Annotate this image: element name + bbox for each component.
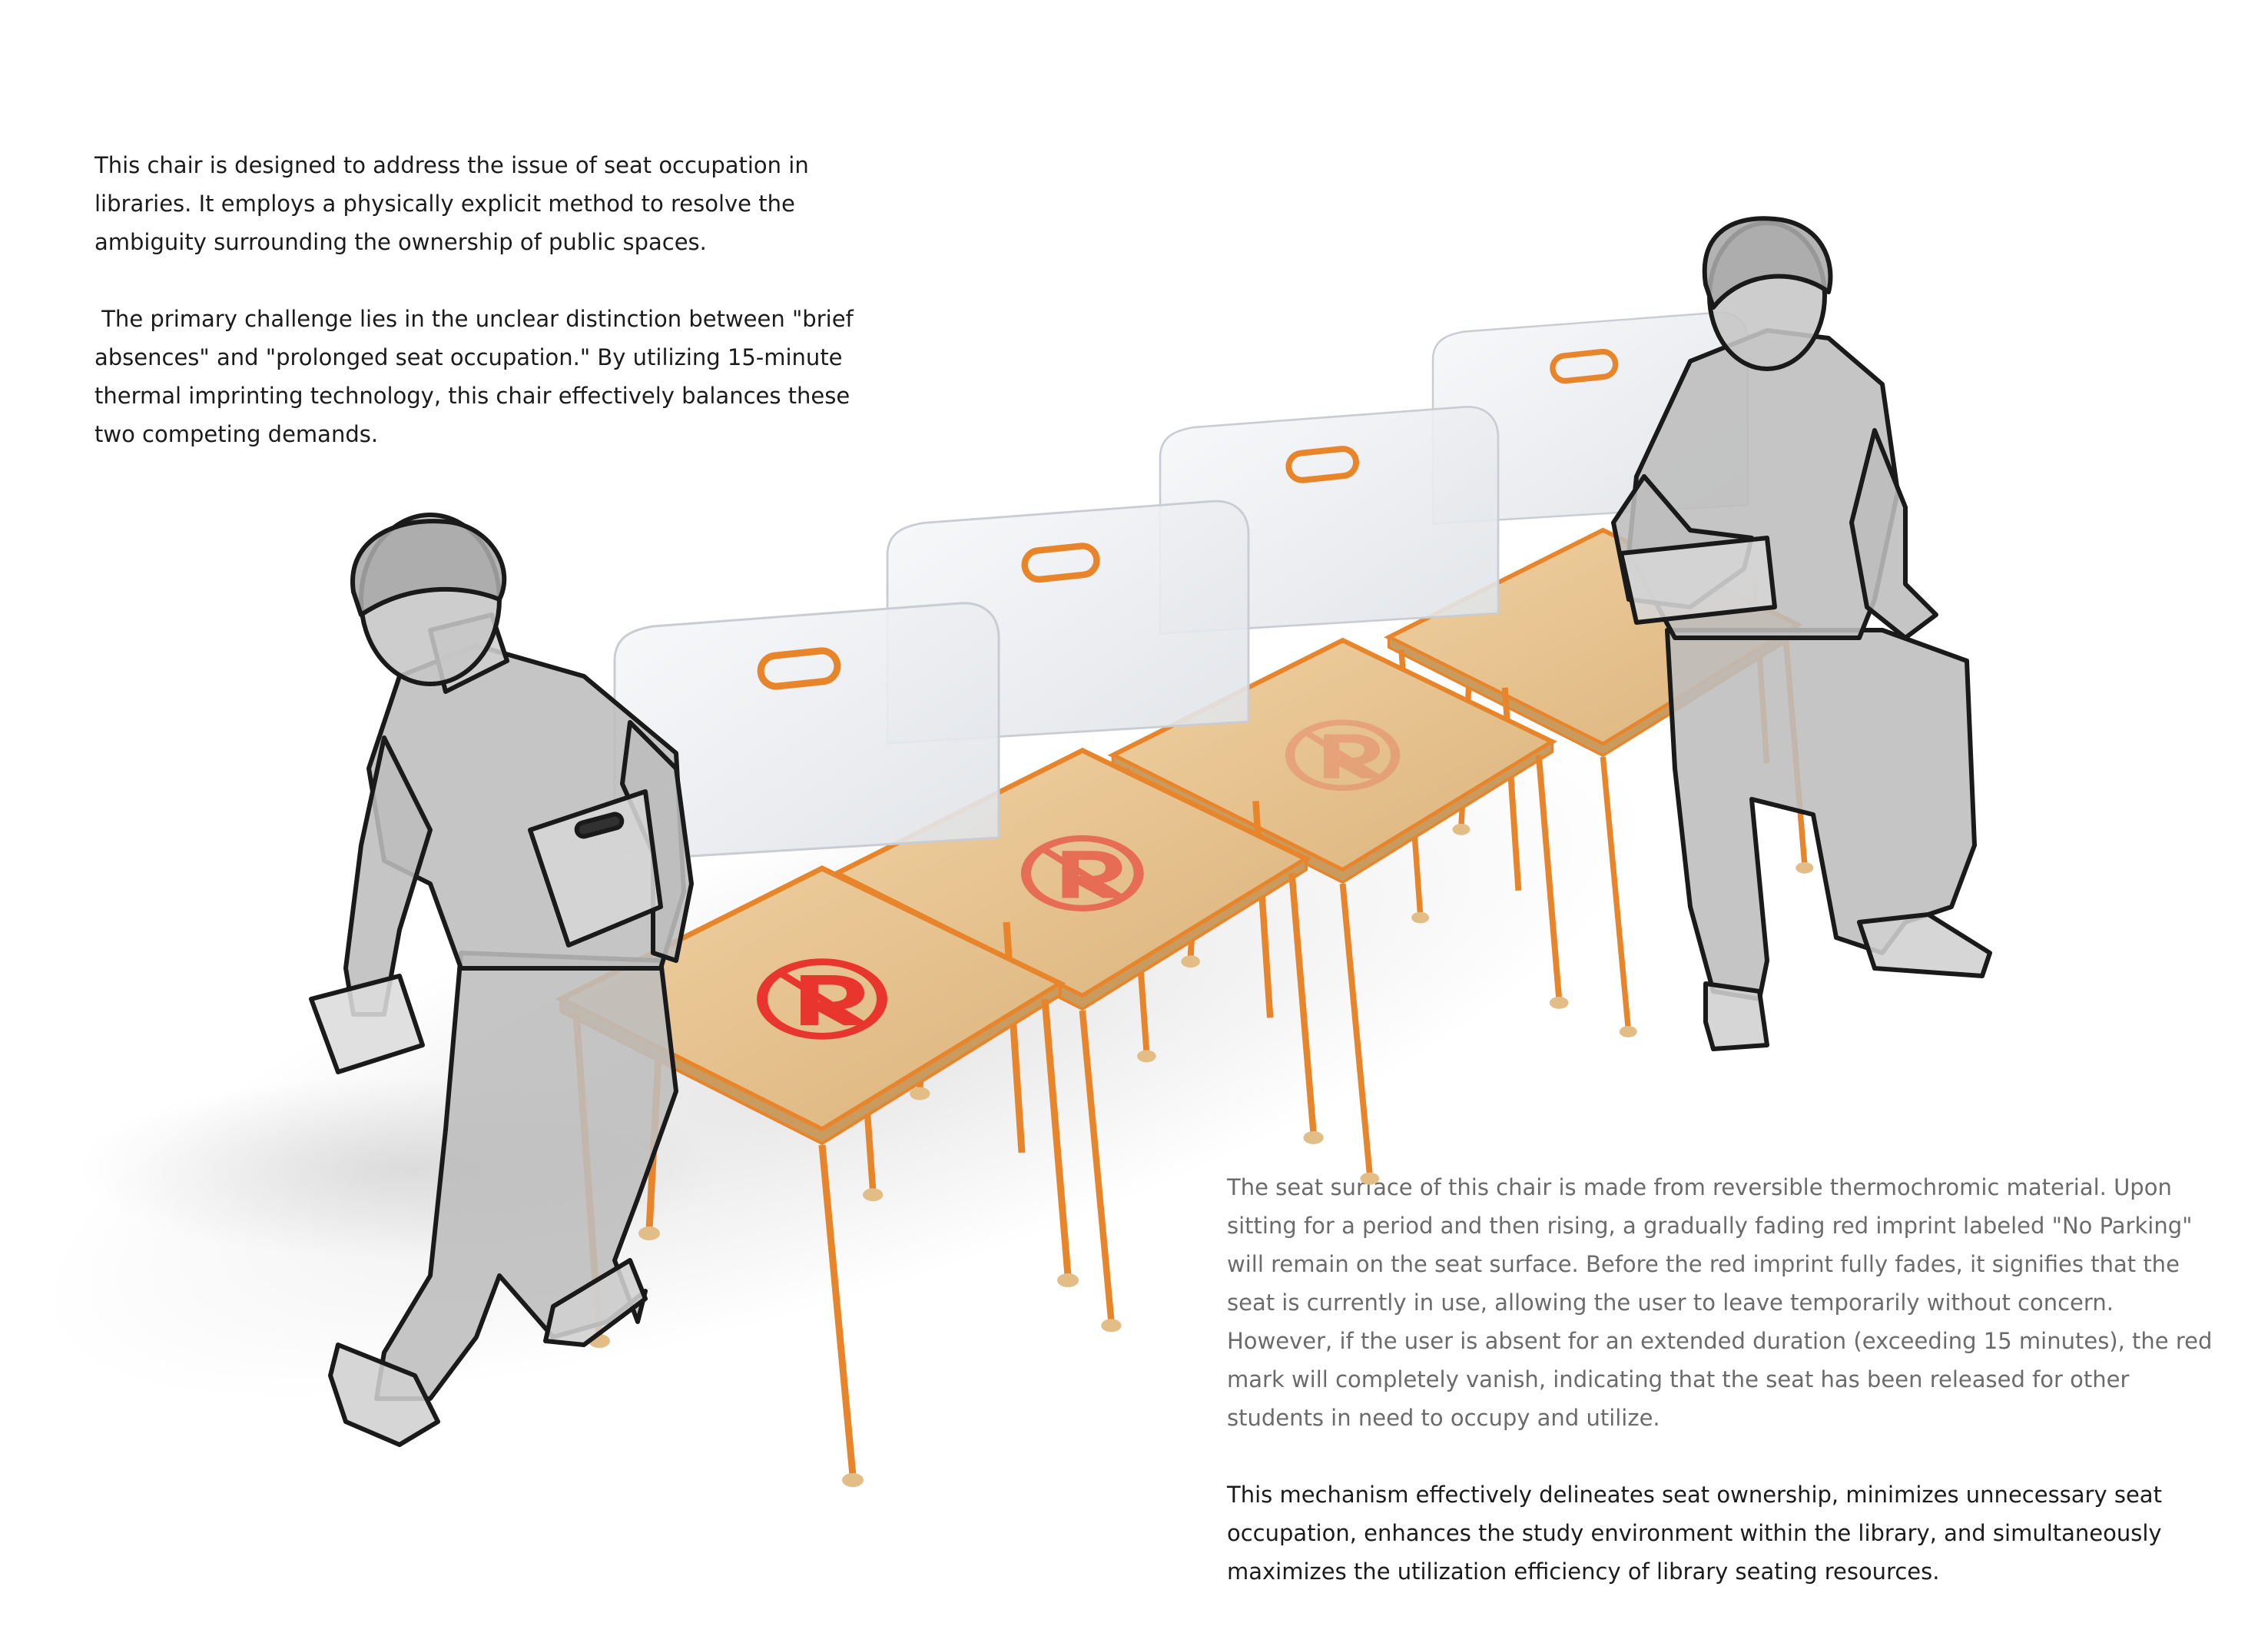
no-parking-letter-p <box>801 975 864 1026</box>
description-paragraph-1: The seat surface of this chair is made f… <box>1227 1174 2213 1431</box>
walking-person-hair <box>350 519 507 617</box>
chair-foot-cap <box>1619 1026 1637 1037</box>
walking-person-figure <box>309 513 694 1447</box>
chair-leg-front-far <box>1041 998 1072 1276</box>
seated-person-arm-right <box>1849 428 1938 640</box>
chair-leg-front-right <box>1339 883 1373 1175</box>
chair-handle-slot <box>1285 446 1360 483</box>
chair-handle-slot <box>1021 543 1100 583</box>
no-parking-letter-p <box>1323 734 1380 778</box>
chair-foot-cap <box>1411 911 1430 924</box>
chair-foot-cap <box>1057 1273 1079 1287</box>
chair-foot-cap <box>842 1473 864 1487</box>
chair-leg-front-far <box>1535 755 1563 999</box>
no-parking-ring <box>1020 835 1144 911</box>
chair-leg-front-right <box>1079 1010 1115 1322</box>
chairs-group <box>555 311 1814 1487</box>
chair-backrest <box>613 602 1000 862</box>
chair-handle-slot <box>757 647 841 690</box>
seated-person-shoe-left <box>1703 981 1769 1051</box>
seated-person-figure <box>1611 216 1992 1051</box>
chair-foot-cap <box>1796 861 1814 874</box>
no-parking-slash <box>1040 846 1126 900</box>
walking-person-shoe-front <box>543 1258 648 1347</box>
chair-foot-cap <box>1549 996 1569 1009</box>
chair-foot-cap <box>1452 823 1471 835</box>
chair-foot-cap <box>1181 955 1200 968</box>
chair-foot-cap <box>1303 1130 1324 1144</box>
walking-person-shoe-back <box>328 1343 440 1447</box>
description-paragraph-2: This mechanism effectively delineates se… <box>1227 1482 2162 1585</box>
no-parking-slash <box>776 971 868 1027</box>
walking-person-folder-handle <box>574 812 625 839</box>
no-parking-ring <box>1285 719 1401 792</box>
no-parking-imprint <box>1020 835 1144 911</box>
chair-foot-cap <box>1101 1319 1122 1333</box>
chair-leg-front-right <box>1600 756 1631 1028</box>
chair <box>555 602 1079 1487</box>
intro-paragraph-1: This chair is designed to address the is… <box>94 152 809 255</box>
seated-person-hair <box>1702 216 1833 310</box>
walking-person-folder <box>528 789 663 948</box>
chair-handle-slot <box>1550 348 1619 384</box>
chair-foot-cap <box>863 1188 884 1202</box>
walking-person-book-left <box>309 974 425 1074</box>
no-parking-imprint <box>1285 719 1401 792</box>
no-parking-letter-p <box>1062 851 1122 898</box>
chair-foot-cap <box>1360 1172 1380 1185</box>
no-parking-ring <box>757 958 887 1040</box>
chair-foot-cap <box>910 1087 930 1100</box>
chair-foot-cap <box>1137 1050 1156 1063</box>
chair-leg-front-right <box>818 1144 857 1476</box>
no-parking-slash <box>1302 730 1383 781</box>
intro-paragraph-2: The primary challenge lies in the unclea… <box>94 306 860 447</box>
seated-person-shoe-right <box>1857 912 1992 978</box>
seated-person-book <box>1619 536 1777 625</box>
chair-leg-front-far <box>1288 873 1317 1134</box>
chair-foot-cap <box>638 1226 660 1240</box>
no-parking-imprint <box>757 958 887 1040</box>
seated-person-legs <box>1665 628 1977 1001</box>
